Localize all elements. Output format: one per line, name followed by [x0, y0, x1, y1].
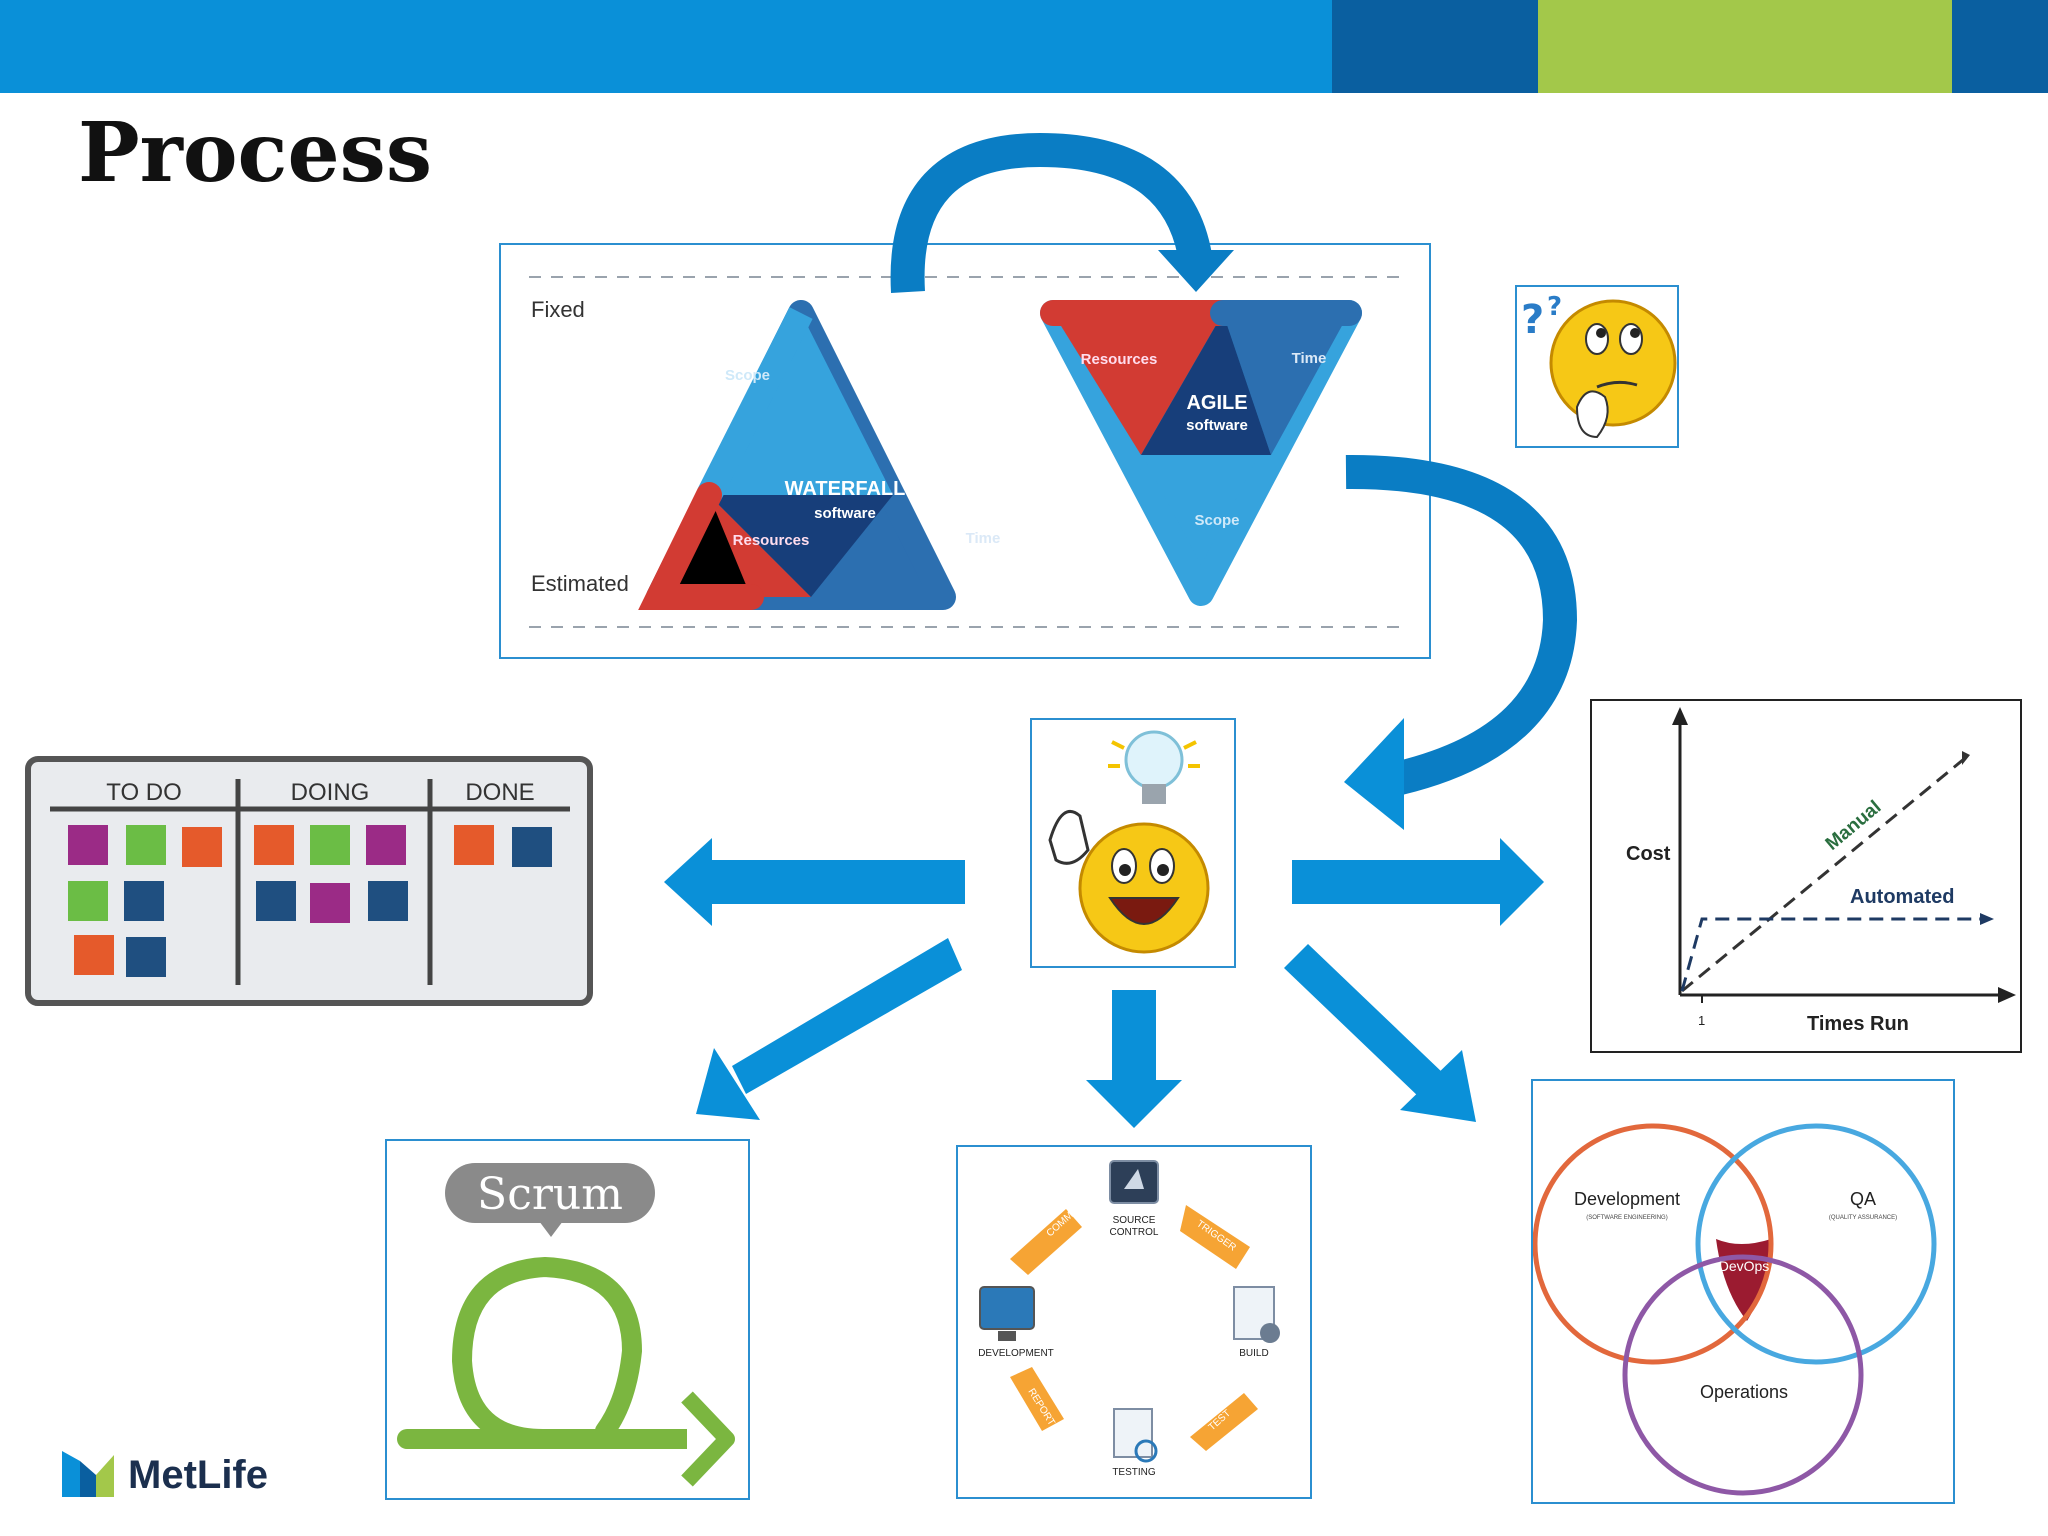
agile-sub: software [1186, 417, 1248, 434]
waterfall-sub: software [814, 505, 876, 522]
question-mark-small-icon: ? [1547, 292, 1562, 322]
development-label: DEVELOPMENT [978, 1348, 1054, 1359]
question-mark-icon: ? [1521, 297, 1544, 343]
agile-scope-label: Scope [1194, 512, 1239, 529]
arrow-down-left [696, 938, 962, 1120]
kanban-col-todo: TO DO [106, 779, 182, 806]
agile-triangle: Resources Time AGILE software Scope [1040, 300, 1362, 606]
triangle-comparison-diagram: Fixed Estimated Scope WATERFALL software… [529, 276, 1401, 628]
cost-chart: Cost Times Run 1 Manual Automated [1626, 707, 2016, 1035]
lightbulb-icon [1108, 730, 1200, 804]
manual-line [1681, 757, 1965, 993]
build-label: BUILD [1239, 1348, 1268, 1359]
waterfall-name: WATERFALL [785, 478, 906, 500]
header-bar-dark-blue [1332, 0, 1538, 93]
control-label: CONTROL [1110, 1227, 1159, 1238]
kanban-cards [68, 825, 552, 977]
kanban-board: TO DO DOING DONE [24, 755, 594, 1010]
arrow-down [1086, 990, 1182, 1128]
waterfall-resources-label: Resources [733, 532, 810, 549]
ci-cycle-diagram: SOURCE CONTROL DEVELOPMENT BUILD TESTING… [978, 1160, 1280, 1478]
waterfall-triangle: Scope WATERFALL software Resources Time [638, 300, 1001, 610]
venn-operations-label: Operations [1700, 1382, 1788, 1402]
development-icon [979, 1286, 1035, 1341]
testing-icon [1113, 1408, 1158, 1463]
venn-devops-label: DevOps [1719, 1258, 1770, 1274]
agile-name: AGILE [1186, 392, 1247, 414]
venn-development-sub: (SOFTWARE ENGINEERING) [1586, 1215, 1667, 1221]
cost-axis-label: Cost [1626, 843, 1671, 865]
agile-resources-label: Resources [1081, 351, 1158, 368]
header-bar-blue [0, 0, 1332, 93]
devops-venn-diagram: Development (SOFTWARE ENGINEERING) QA (Q… [1533, 1123, 1937, 1496]
thinking-face-icon: ? ? [1521, 292, 1677, 439]
source-label: SOURCE [1113, 1215, 1156, 1226]
arrow-down-right [1284, 944, 1476, 1122]
scrum-diagram: Scrum [397, 1163, 735, 1487]
waterfall-time-label: Time [966, 530, 1001, 547]
automated-label: Automated [1850, 886, 1954, 908]
header-bar-green [1538, 0, 1952, 93]
build-icon [1233, 1286, 1280, 1343]
source-control-icon [1109, 1160, 1159, 1204]
arrow-left [664, 838, 965, 926]
testing-label: TESTING [1112, 1467, 1156, 1478]
manual-label: Manual [1822, 797, 1886, 855]
kanban-col-doing: DOING [291, 779, 370, 806]
times-run-axis-label: Times Run [1807, 1013, 1909, 1035]
kanban-col-done: DONE [465, 779, 534, 806]
ci-cycle-panel: SOURCE CONTROL DEVELOPMENT BUILD TESTING… [956, 1145, 1312, 1499]
venn-qa-label: QA [1850, 1189, 1876, 1209]
agile-time-label: Time [1292, 350, 1327, 367]
venn-qa-sub: (QUALITY ASSURANCE) [1829, 1215, 1897, 1221]
cycle-arrows [1010, 1205, 1258, 1451]
idea-smiley-panel [1030, 718, 1236, 968]
metlife-logo-text: MetLife [128, 1453, 268, 1497]
header-bar-dark-blue-end [1952, 0, 2048, 93]
triangle-comparison-panel: Fixed Estimated Scope WATERFALL software… [499, 243, 1431, 659]
idea-face-icon [1048, 730, 1210, 954]
devops-venn-panel: Development (SOFTWARE ENGINEERING) QA (Q… [1531, 1079, 1955, 1504]
waterfall-scope-label: Scope [725, 367, 770, 384]
venn-development-label: Development [1574, 1189, 1680, 1209]
x-tick-1: 1 [1698, 1013, 1705, 1028]
metlife-logo: MetLife [60, 1445, 290, 1505]
scrum-panel: Scrum [385, 1139, 750, 1500]
metlife-logo-icon [62, 1451, 114, 1497]
scrum-label: Scrum [477, 1169, 623, 1220]
arrow-right [1292, 838, 1544, 926]
cost-chart-panel: Cost Times Run 1 Manual Automated [1590, 699, 2022, 1053]
estimated-label: Estimated [531, 571, 629, 596]
automated-line [1680, 917, 1988, 992]
thinking-smiley-panel: ? ? [1515, 285, 1679, 448]
fixed-label: Fixed [531, 297, 585, 322]
page-title: Process [78, 105, 432, 201]
